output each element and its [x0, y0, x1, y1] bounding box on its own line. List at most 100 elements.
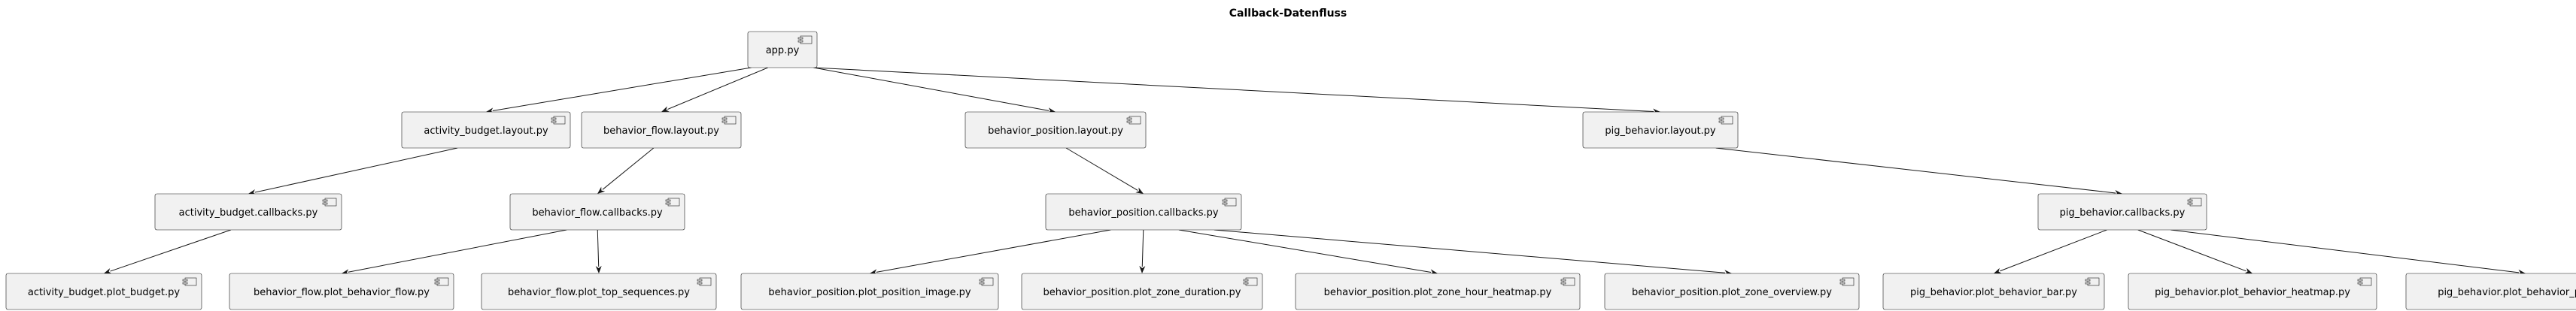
component-icon [797, 35, 813, 44]
edge-bf-layout-to-bf-callbacks [597, 147, 655, 194]
component-box [481, 273, 717, 310]
component-label: app.py [766, 45, 800, 56]
component-node-bp-layout: behavior_position.layout.py [964, 111, 1147, 149]
component-node-ab-layout: activity_budget.layout.py [401, 111, 571, 149]
arrowhead [661, 106, 670, 112]
component-icon [697, 277, 712, 286]
component-node-pb-plot-heatmap: pig_behavior.plot_behavior_heatmap.py [2128, 273, 2377, 310]
component-icon [1560, 277, 1575, 286]
component-label: behavior_position.layout.py [988, 125, 1123, 137]
edges-layer [104, 67, 2526, 276]
arrowhead [104, 268, 112, 274]
component-box [509, 193, 685, 231]
component-box [2128, 273, 2377, 310]
edge-bf-callbacks-to-bf-plot-flow [342, 229, 567, 275]
edge-bp-callbacks-to-bp-plot-zone-duration [1139, 229, 1146, 273]
component-label: activity_budget.plot_budget.py [28, 287, 181, 298]
component-box [964, 111, 1147, 149]
edge-ab-callbacks-to-ab-plot-budget [104, 229, 232, 274]
component-box [581, 111, 742, 149]
component-label: behavior_position.plot_zone_duration.py [1043, 287, 1241, 298]
component-box [1021, 273, 1263, 310]
component-node-ab-plot-budget: activity_budget.plot_budget.py [5, 273, 202, 310]
component-node-pb-plot-bar: pig_behavior.plot_behavior_bar.py [1882, 273, 2105, 310]
arrowhead [1135, 187, 1144, 194]
edge-ab-layout-to-ab-callbacks [248, 147, 458, 195]
component-icon [1126, 116, 1141, 125]
component-label: behavior_position.plot_zone_overview.py [1632, 287, 1832, 298]
component-node-app: app.py [747, 31, 818, 68]
component-icon [434, 277, 449, 286]
component-box [1045, 193, 1242, 231]
component-box [1882, 273, 2105, 310]
component-node-bf-layout: behavior_flow.layout.py [581, 111, 742, 149]
arrowhead [2244, 267, 2252, 274]
component-label: behavior_position.plot_zone_hour_heatmap… [1324, 287, 1552, 298]
component-box [2037, 193, 2207, 231]
component-box [1295, 273, 1581, 310]
edge-app-to-bf-layout [661, 67, 768, 112]
component-box [5, 273, 202, 310]
component-icon [979, 277, 994, 286]
arrowhead [1994, 267, 2002, 274]
edge-bp-layout-to-bp-callbacks [1065, 147, 1144, 194]
component-box [401, 111, 571, 149]
component-label: pig_behavior.plot_behavior_heatmap.py [2155, 287, 2350, 298]
edge-app-to-ab-layout [486, 67, 752, 114]
edge-bp-callbacks-to-bp-plot-zone-overview [1214, 229, 1732, 276]
component-node-bp-callbacks: behavior_position.callbacks.py [1045, 193, 1242, 231]
component-node-bf-plot-flow: behavior_flow.plot_behavior_flow.py [229, 273, 454, 310]
edge-app-to-bp-layout [813, 67, 1056, 114]
component-box [1604, 273, 1860, 310]
component-icon [322, 198, 337, 207]
edge-pb-callbacks-to-pb-plot-heatmap [2137, 229, 2252, 274]
component-icon [665, 198, 680, 207]
component-label: behavior_flow.plot_top_sequences.py [508, 287, 690, 298]
component-node-bf-callbacks: behavior_flow.callbacks.py [509, 193, 685, 231]
component-label: behavior_flow.callbacks.py [532, 207, 663, 219]
component-label: behavior_flow.layout.py [603, 125, 719, 137]
component-box [1582, 111, 1739, 149]
edge-bp-callbacks-to-bp-plot-zone-hour [1178, 229, 1438, 276]
component-label: pig_behavior.plot_behavior_polar.py [2438, 287, 2576, 298]
component-node-pb-plot-polar: pig_behavior.plot_behavior_polar.py [2405, 273, 2576, 310]
component-icon [721, 116, 737, 125]
arrowhead [595, 265, 602, 273]
component-node-bp-plot-zone-duration: behavior_position.plot_zone_duration.py [1021, 273, 1263, 310]
edge-bp-callbacks-to-bp-plot-image [870, 229, 1111, 276]
component-box [740, 273, 999, 310]
component-icon [1222, 198, 1237, 207]
component-label: behavior_position.plot_position_image.py [768, 287, 971, 298]
component-node-bp-plot-image: behavior_position.plot_position_image.py [740, 273, 999, 310]
component-label: behavior_flow.plot_behavior_flow.py [254, 287, 430, 298]
component-icon [2187, 198, 2202, 207]
nodes-layer: app.py activity_budget.layout.py behavior_… [5, 31, 2576, 310]
component-icon [1839, 277, 1855, 286]
diagram-title: Callback-Datenfluss [1229, 8, 1347, 20]
edge-pb-callbacks-to-pb-plot-bar [1994, 229, 2107, 274]
arrowhead [1139, 265, 1146, 273]
component-icon [182, 277, 197, 286]
arrowhead [597, 186, 606, 194]
component-icon [2085, 277, 2100, 286]
component-icon [551, 116, 566, 125]
component-icon [1243, 277, 1258, 286]
component-label: activity_budget.layout.py [424, 125, 548, 137]
component-node-bp-plot-zone-overview: behavior_position.plot_zone_overview.py [1604, 273, 1860, 310]
component-label: pig_behavior.callbacks.py [2060, 207, 2186, 219]
component-label: pig_behavior.plot_behavior_bar.py [1910, 287, 2077, 298]
component-box [2405, 273, 2576, 310]
component-label: activity_budget.callbacks.py [179, 207, 318, 219]
component-label: behavior_position.callbacks.py [1068, 207, 1219, 219]
component-node-pb-callbacks: pig_behavior.callbacks.py [2037, 193, 2207, 231]
component-node-bf-plot-top: behavior_flow.plot_top_sequences.py [481, 273, 717, 310]
component-node-bp-plot-zone-hour: behavior_position.plot_zone_hour_heatmap… [1295, 273, 1581, 310]
edge-pb-layout-to-pb-callbacks [1715, 147, 2122, 196]
component-node-ab-callbacks: activity_budget.callbacks.py [154, 193, 342, 231]
component-box [154, 193, 342, 231]
edge-bf-callbacks-to-bf-plot-top [595, 229, 602, 273]
component-icon [1718, 116, 1733, 125]
component-node-pb-layout: pig_behavior.layout.py [1582, 111, 1739, 149]
component-label: pig_behavior.layout.py [1605, 125, 1716, 137]
